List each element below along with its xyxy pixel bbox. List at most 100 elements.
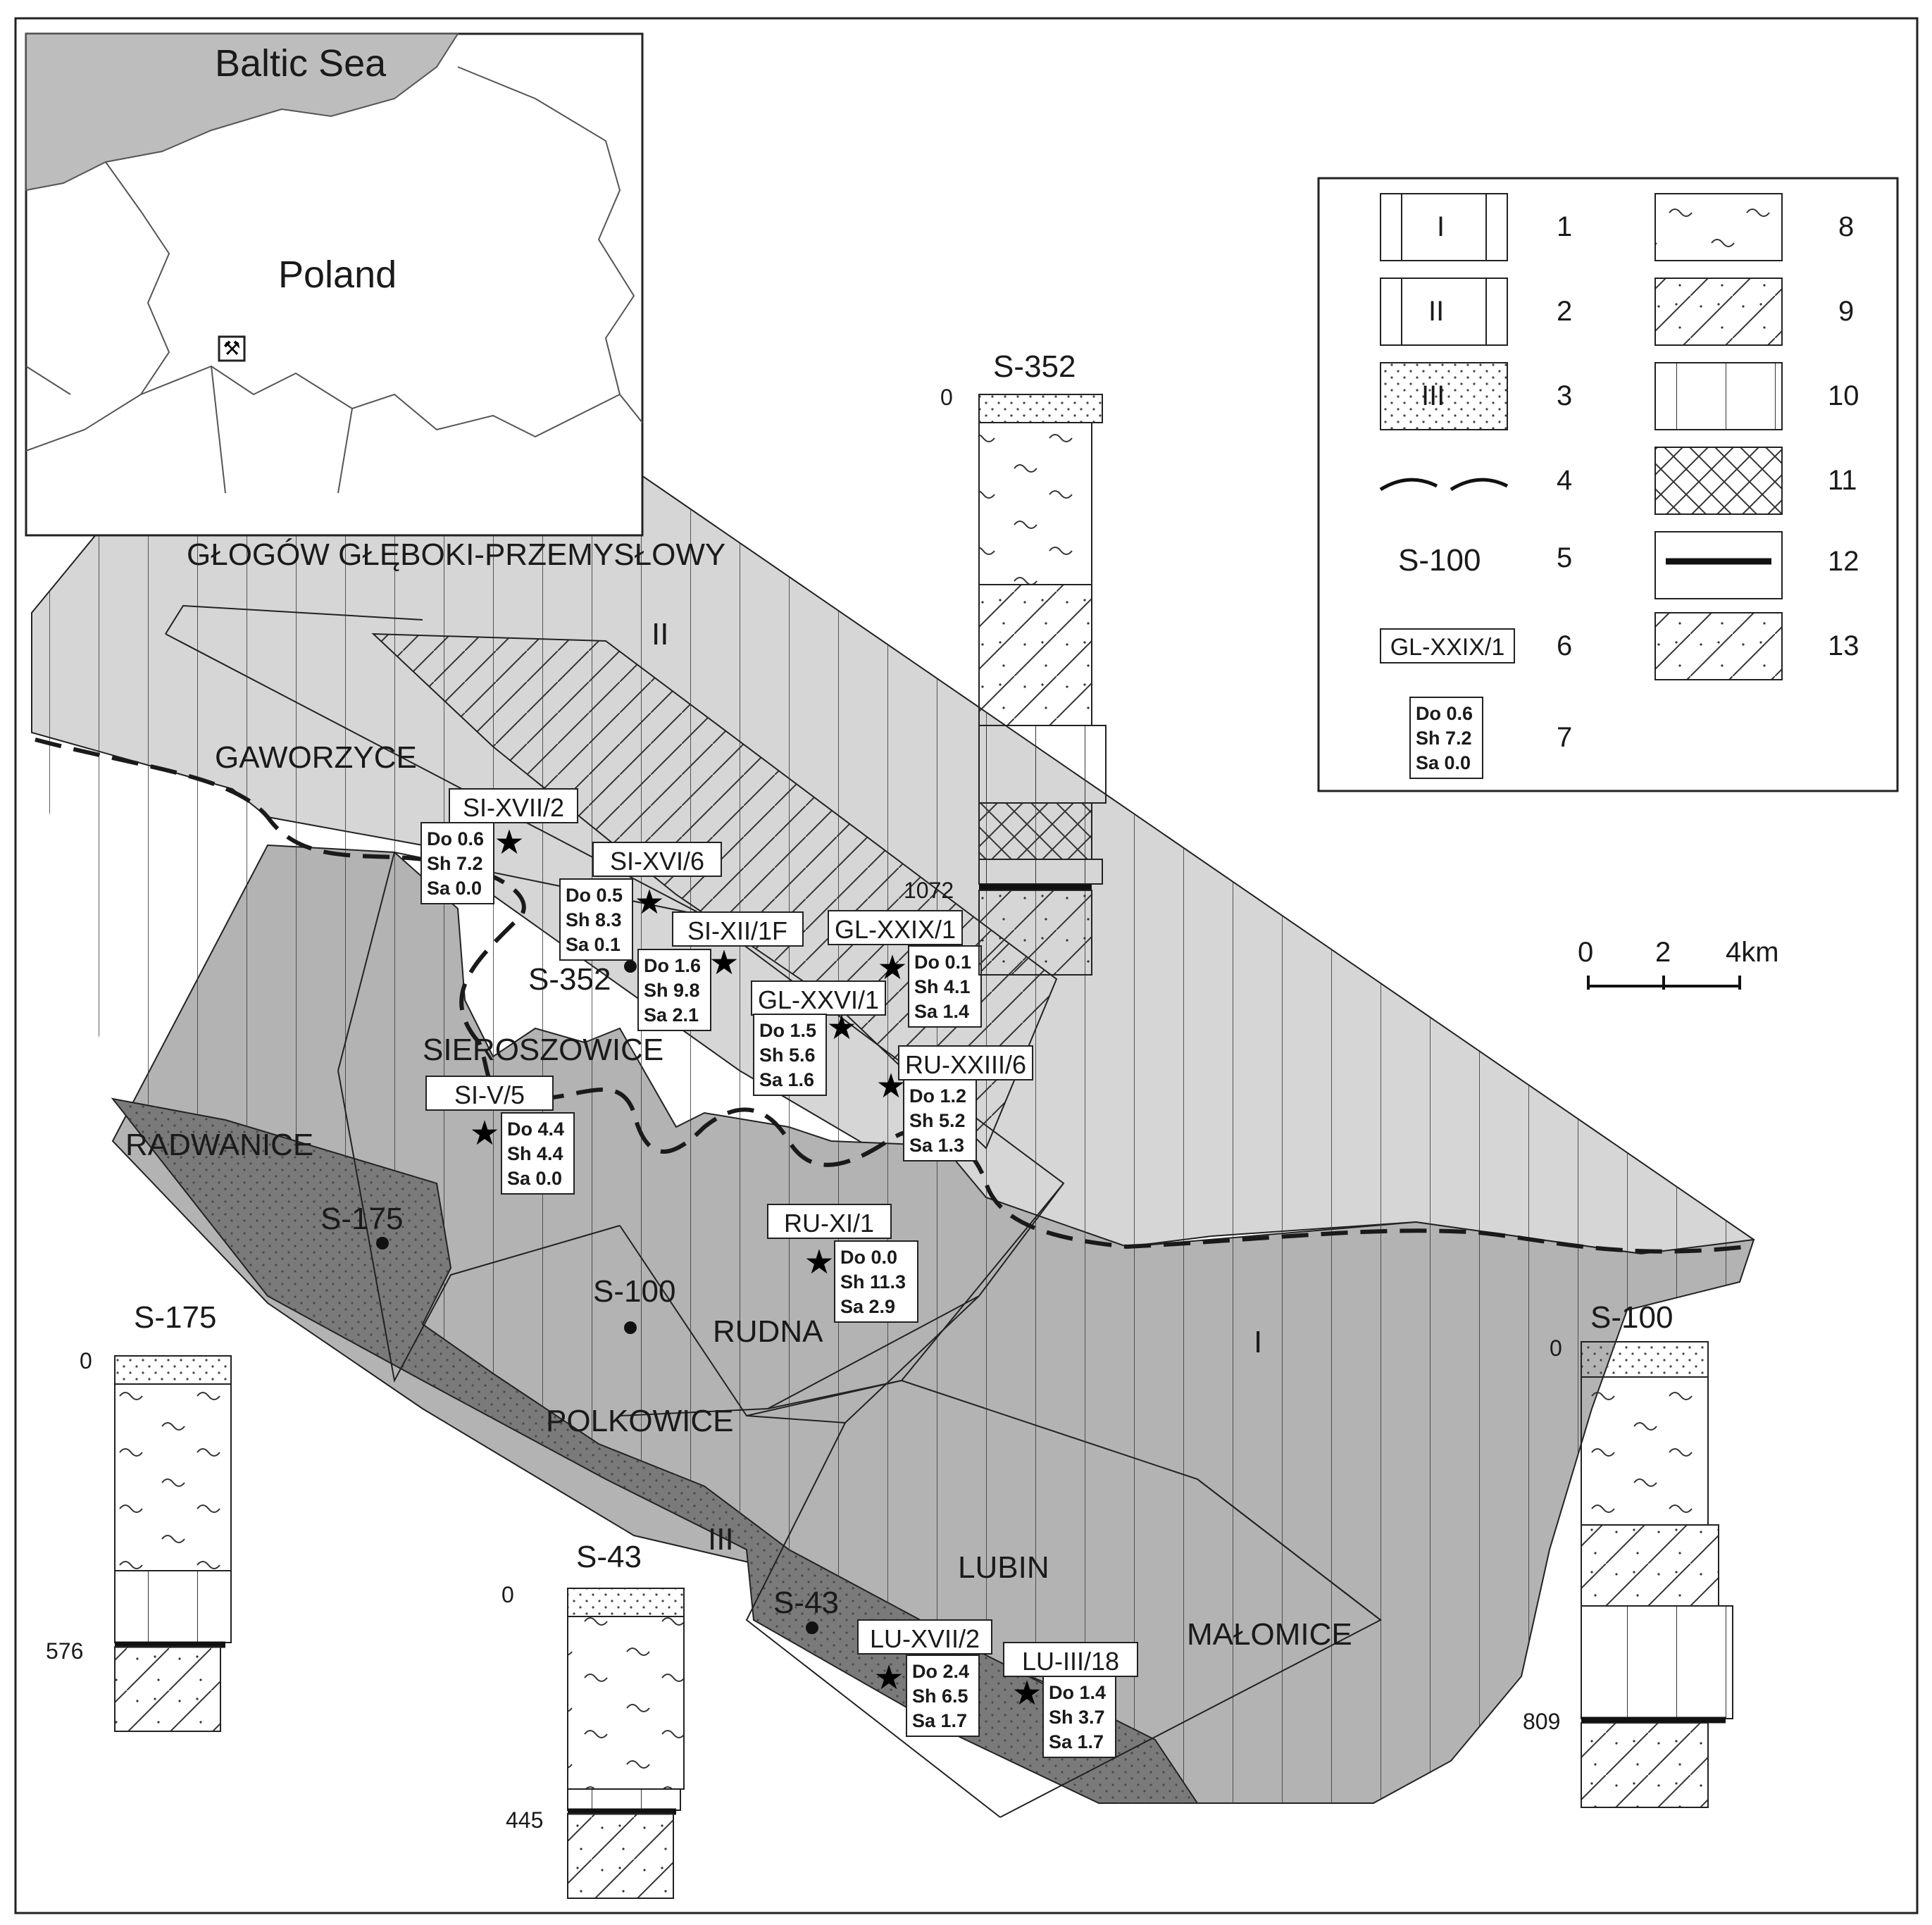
value-sh: Sh 6.5 (912, 1686, 968, 1707)
borehole-label-s100: S-100 (593, 1274, 675, 1309)
area-label-glogow: GŁOGÓW GŁĘBOKI-PRZEMYSŁOWY (187, 537, 725, 572)
value-do: Do 1.4 (1049, 1682, 1106, 1703)
map-boreholes: S-352 S-175 S-100 S-43 (320, 960, 839, 1634)
inset-sea-label: Baltic Sea (215, 42, 387, 85)
value-sa: Sa 1.7 (912, 1710, 967, 1731)
area-label-rudna: RUDNA (713, 1314, 823, 1349)
star-icon: ★ (873, 1659, 904, 1697)
legend-num-2: 2 (1557, 296, 1572, 327)
legend-symbol-2: II (1428, 296, 1444, 327)
shaft-name-box (592, 842, 722, 877)
area-labels: GŁOGÓW GŁĘBOKI-PRZEMYSŁOWY GAWORZYCE SIE… (125, 537, 1352, 1652)
value-do: Do 4.4 (507, 1119, 564, 1140)
star-icon: ★ (1011, 1675, 1042, 1712)
column-bottom-depth: 576 (46, 1638, 83, 1664)
scale-bar: 0 2 4km (1578, 937, 1779, 990)
shaft-name: LU-XVII/2 (870, 1624, 980, 1653)
legend-symbol-7-sh: Sh 7.2 (1416, 728, 1472, 749)
value-sh: Sh 8.3 (566, 909, 622, 930)
legend-num-1: 1 (1557, 211, 1572, 242)
scale-tick-0: 0 (1578, 937, 1593, 968)
area-label-polkowice: POLKOWICE (546, 1404, 734, 1438)
shaft-values-box (834, 1240, 918, 1323)
shaft-name: SI-XVI/6 (610, 847, 704, 876)
value-sh: Sh 4.4 (507, 1143, 563, 1164)
borehole-label-s175: S-175 (320, 1202, 403, 1236)
borehole-label-s352: S-352 (528, 962, 611, 997)
legend-num-8: 8 (1838, 211, 1854, 242)
shaft-name-box (767, 1204, 892, 1239)
legend-symbol-7-do: Do 0.6 (1416, 703, 1473, 724)
value-sa: Sa 2.9 (840, 1296, 895, 1317)
star-icon: ★ (804, 1244, 834, 1281)
legend-symbol-6: GL-XXIX/1 (1390, 634, 1505, 661)
shaft-name-box (857, 1619, 992, 1655)
scale-tick-2: 2 (1655, 937, 1671, 968)
area-label-lubin: LUBIN (958, 1550, 1049, 1585)
star-icon: ★ (875, 1068, 906, 1105)
area-label-sieroszowice: SIEROSZOWICE (423, 1033, 663, 1067)
value-do: Do 0.0 (840, 1247, 897, 1268)
legend-symbol-5: S-100 (1398, 543, 1481, 578)
column-s43: S-43 0 445 (501, 1540, 685, 1899)
value-do: Do 1.5 (759, 1020, 816, 1041)
shaft-name-box (672, 911, 804, 947)
column-title: S-352 (993, 349, 1076, 384)
shaft-name-box (449, 788, 578, 823)
value-sa: Sa 1.7 (1049, 1731, 1104, 1752)
shaft-values-box (903, 1079, 977, 1161)
legend: I 1 II 2 III 3 4 S-100 5 GL-XXIX/1 6 Do … (1317, 177, 1899, 792)
column-s100: S-100 0 809 (1523, 1300, 1733, 1808)
star-icon: ★ (469, 1115, 499, 1152)
inset-map: Baltic Sea Poland ⚒ (25, 32, 644, 537)
value-do: Do 1.2 (909, 1085, 966, 1107)
value-do: Do 1.6 (644, 955, 701, 976)
shaft-name: SI-V/5 (454, 1080, 525, 1109)
zone-label-i: I (1254, 1325, 1262, 1359)
shaft-name: GL-XXVI/1 (758, 985, 879, 1014)
value-sh: Sh 5.2 (909, 1110, 966, 1131)
legend-symbol-7-sa: Sa 0.0 (1416, 752, 1471, 773)
star-icon: ★ (634, 884, 664, 921)
dashed-boundary (35, 737, 1747, 1254)
legend-num-6: 6 (1557, 630, 1572, 661)
value-do: Do 0.5 (566, 885, 623, 906)
area-label-gaworzyce: GAWORZYCE (215, 740, 417, 775)
column-top-depth: 0 (501, 1582, 514, 1607)
shaft-annotations: SI-XVII/2 ★ Do 0.6 Sh 7.2 Sa 0.0 SI-XVI/… (420, 788, 1138, 1758)
shaft-values-box (906, 1655, 980, 1737)
column-top-depth: 0 (80, 1348, 92, 1373)
mine-symbol: ⚒ (223, 338, 240, 360)
value-sh: Sh 4.1 (914, 976, 971, 997)
legend-num-13: 13 (1828, 630, 1859, 661)
value-sa: Sa 1.6 (759, 1069, 814, 1090)
shaft-name: LU-III/18 (1022, 1647, 1119, 1676)
borehole-point-s352 (624, 960, 637, 973)
shaft-values-box (501, 1112, 575, 1195)
shaft-name-box (898, 1045, 1033, 1080)
value-sh: Sh 3.7 (1049, 1707, 1105, 1728)
value-sa: Sa 2.1 (644, 1004, 699, 1026)
value-sa: Sa 0.1 (566, 934, 621, 955)
shaft-values-box (1042, 1676, 1116, 1758)
shaft-name: SI-XII/1F (687, 916, 787, 945)
legend-num-9: 9 (1838, 296, 1854, 327)
column-bottom-depth: 445 (506, 1807, 543, 1833)
value-sh: Sh 9.8 (644, 980, 700, 1001)
shaft-name-box (751, 980, 886, 1016)
scale-tick-4: 4km (1726, 937, 1779, 968)
star-icon: ★ (494, 824, 524, 861)
baltic-sea (25, 33, 459, 192)
value-sa: Sa 1.3 (909, 1135, 964, 1156)
inset-country-label: Poland (278, 254, 397, 296)
column-title: S-100 (1590, 1300, 1673, 1335)
shaft-values-box (559, 878, 633, 961)
shaft-values-box (637, 949, 711, 1031)
value-do: Do 2.4 (912, 1661, 969, 1682)
borehole-label-s43: S-43 (773, 1586, 839, 1620)
shaft-name: GL-XXIX/1 (835, 915, 956, 944)
column-top-depth: 0 (1550, 1335, 1562, 1361)
shaft-name: RU-XXIII/6 (905, 1050, 1026, 1079)
column-title: S-43 (576, 1540, 642, 1574)
